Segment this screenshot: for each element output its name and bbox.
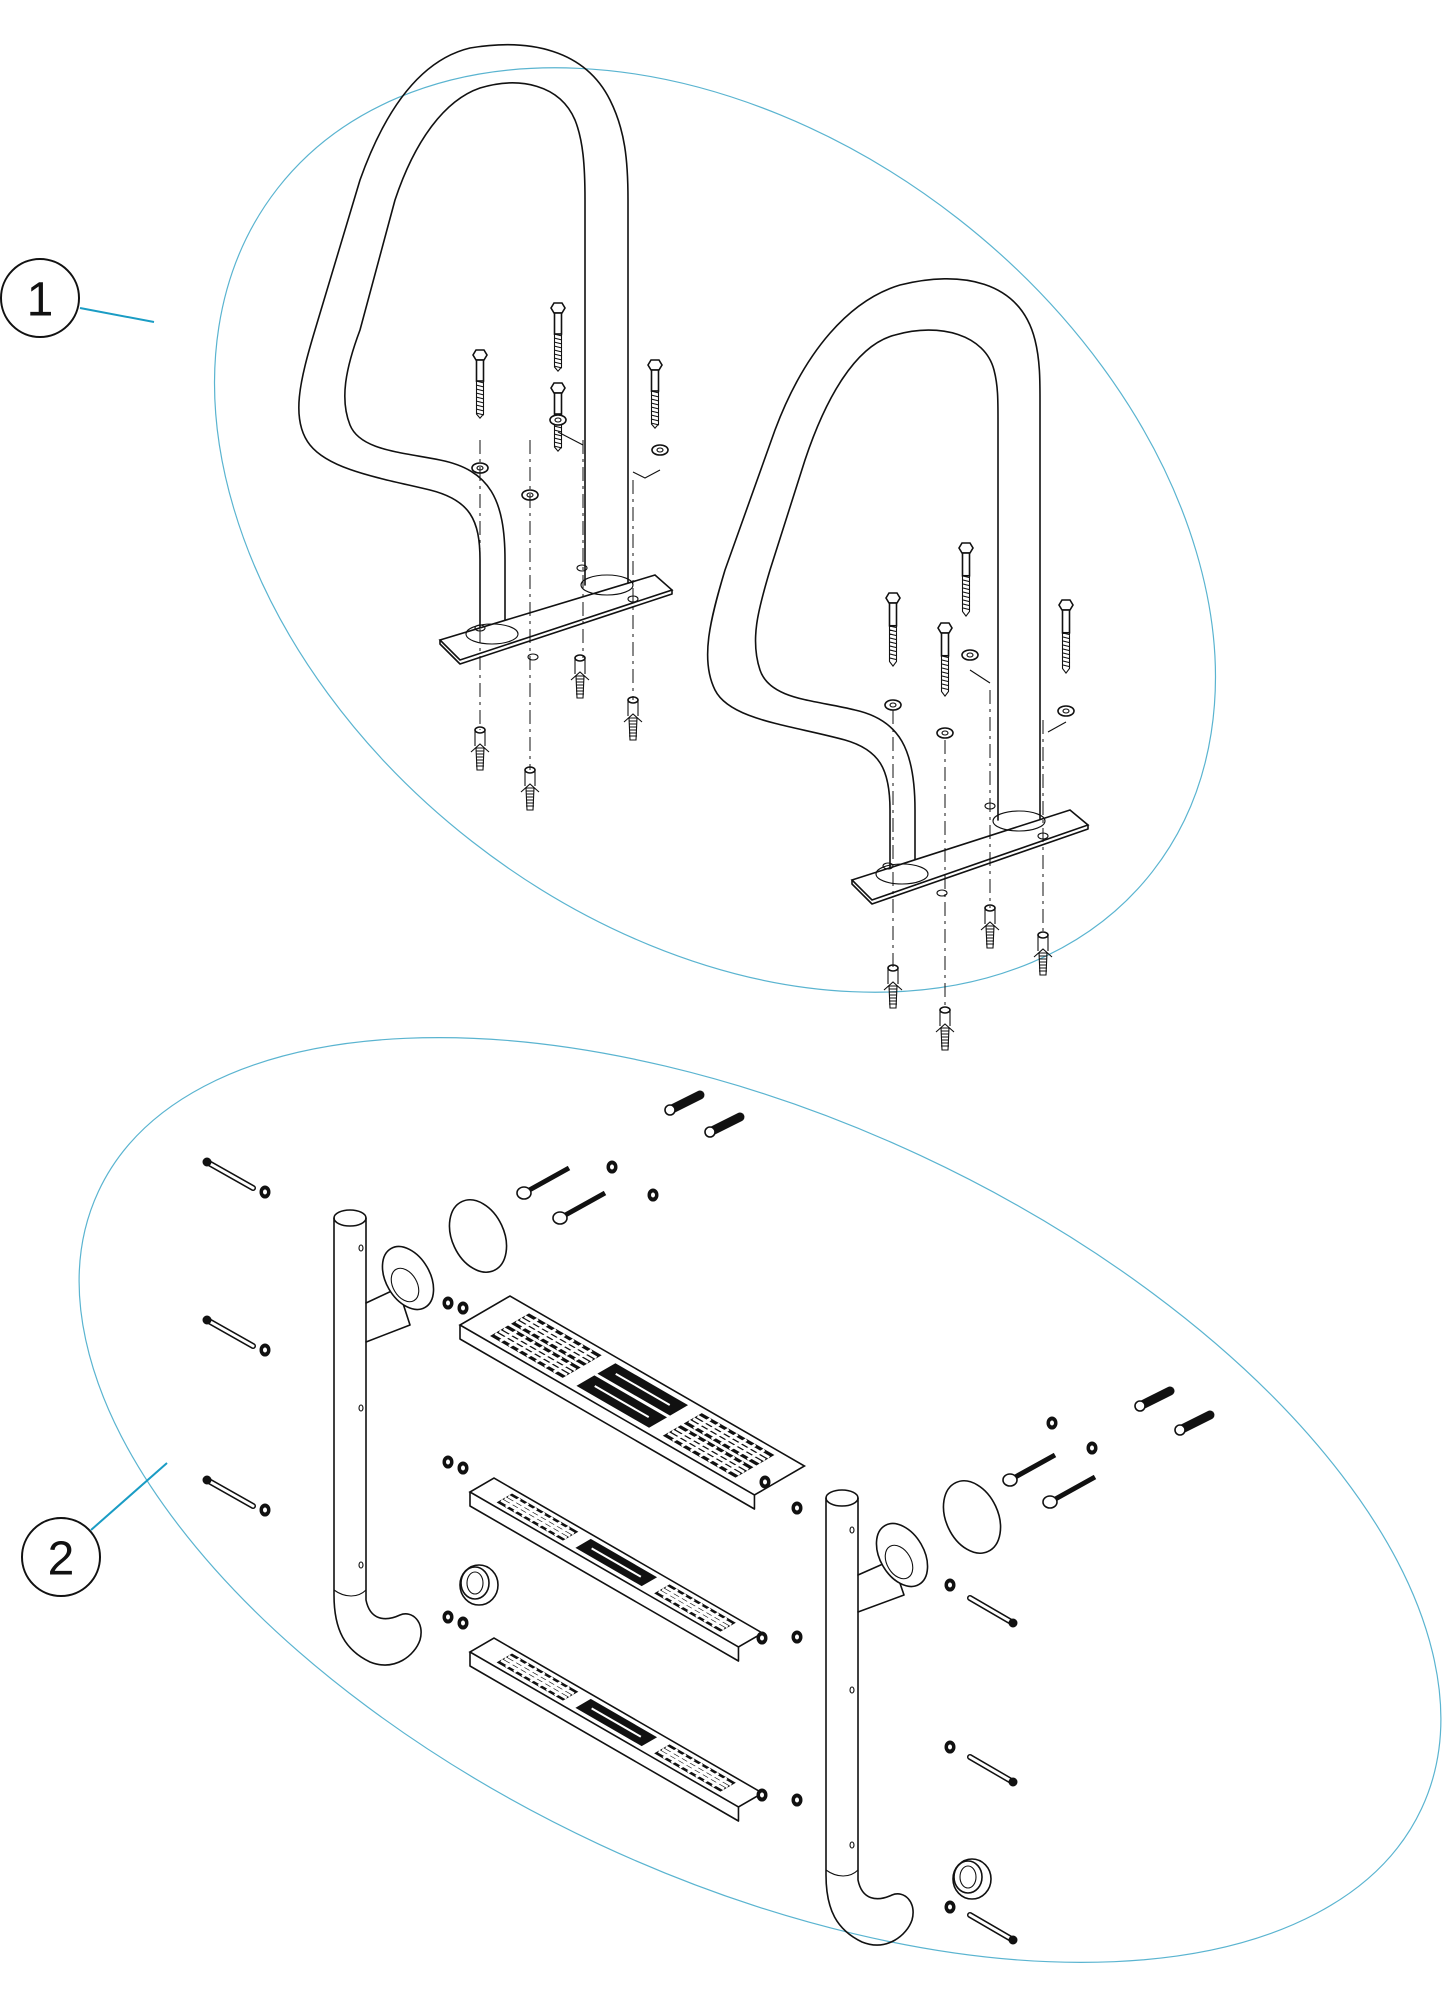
- hex-lag-bolt: [1058, 599, 1074, 674]
- wall-anchor: [623, 696, 643, 741]
- center-line: [632, 469, 661, 479]
- center-line: [1047, 721, 1067, 733]
- anchor-plug: [704, 1112, 745, 1138]
- nut: [259, 1185, 271, 1199]
- wall-anchor: [935, 1006, 955, 1051]
- nut: [457, 1301, 469, 1315]
- base-plate: [438, 564, 674, 665]
- center-line: [969, 669, 991, 684]
- washer: [936, 727, 954, 739]
- through-bolt: [202, 1157, 256, 1191]
- hex-lag-bolt: [472, 349, 488, 420]
- ladder-rail: [825, 1489, 929, 1946]
- nut: [791, 1793, 803, 1807]
- wall-anchor: [1033, 931, 1053, 976]
- hex-lag-bolt: [885, 592, 901, 667]
- through-bolt: [202, 1315, 256, 1349]
- ladder-assembly: [202, 1090, 1215, 1946]
- nut: [944, 1578, 956, 1592]
- hex-screw: [1002, 1452, 1057, 1487]
- hex-lag-bolt: [958, 542, 974, 617]
- handrail-assembly: [298, 43, 1090, 1051]
- nut: [756, 1631, 768, 1645]
- hex-lag-bolt: [550, 382, 566, 453]
- through-bolt: [202, 1475, 256, 1509]
- group-outline-ladder: [78, 1037, 1442, 1963]
- callout-label-1: 1: [27, 274, 54, 327]
- nut: [756, 1788, 768, 1802]
- base-plate: [850, 802, 1090, 905]
- hex-screw: [516, 1165, 571, 1200]
- wall-anchor: [883, 964, 903, 1009]
- nut: [442, 1296, 454, 1310]
- callout-circle-2: [21, 1517, 101, 1597]
- bumper: [952, 1858, 992, 1900]
- nut: [944, 1900, 956, 1914]
- anchor-plug: [1134, 1386, 1175, 1412]
- group-outline-handrails: [213, 67, 1217, 993]
- nut: [442, 1455, 454, 1469]
- callout-1[interactable]: 1: [0, 258, 155, 338]
- nut: [791, 1501, 803, 1515]
- handrail-tube: [298, 43, 629, 636]
- wall-flange-plate: [942, 1480, 1002, 1554]
- wall-anchor: [520, 766, 540, 811]
- nut: [606, 1160, 618, 1174]
- handrail-tube: [706, 278, 1041, 886]
- hex-screw: [1042, 1474, 1097, 1509]
- tread-narrow: [468, 1477, 765, 1662]
- hex-lag-bolt: [937, 622, 953, 697]
- tread-wide: [458, 1295, 807, 1510]
- nut: [1086, 1441, 1098, 1455]
- tread-narrow: [468, 1637, 765, 1822]
- nut: [1046, 1416, 1058, 1430]
- nut: [259, 1343, 271, 1357]
- through-bolt: [967, 1595, 1018, 1628]
- through-bolt: [967, 1912, 1018, 1945]
- nut: [759, 1475, 771, 1489]
- leader-line-1: [79, 307, 155, 323]
- nut: [647, 1188, 659, 1202]
- anchor-plug: [1174, 1410, 1215, 1436]
- nut: [791, 1630, 803, 1644]
- callout-circle-1: [0, 258, 80, 338]
- wall-flange-plate: [448, 1199, 508, 1273]
- nut: [442, 1610, 454, 1624]
- nut: [457, 1616, 469, 1630]
- wall-anchor: [980, 904, 1000, 949]
- callout-label-2: 2: [48, 1533, 75, 1586]
- hex-lag-bolt: [647, 359, 663, 430]
- washer: [961, 649, 979, 661]
- washer: [549, 414, 567, 426]
- washer: [1057, 705, 1075, 717]
- ladder-rail: [333, 1209, 435, 1666]
- nut: [259, 1503, 271, 1517]
- nut: [944, 1740, 956, 1754]
- leader-line-2: [90, 1462, 168, 1531]
- nut: [457, 1461, 469, 1475]
- callout-2[interactable]: 2: [21, 1462, 168, 1597]
- washer: [651, 444, 669, 456]
- through-bolt: [967, 1754, 1018, 1787]
- anchor-plug: [664, 1090, 705, 1116]
- wall-anchor: [470, 726, 490, 771]
- washer: [884, 699, 902, 711]
- wall-anchor: [570, 654, 590, 699]
- bumper: [459, 1564, 499, 1606]
- center-line: [557, 431, 584, 446]
- hex-lag-bolt: [550, 302, 566, 373]
- hex-screw: [552, 1190, 607, 1225]
